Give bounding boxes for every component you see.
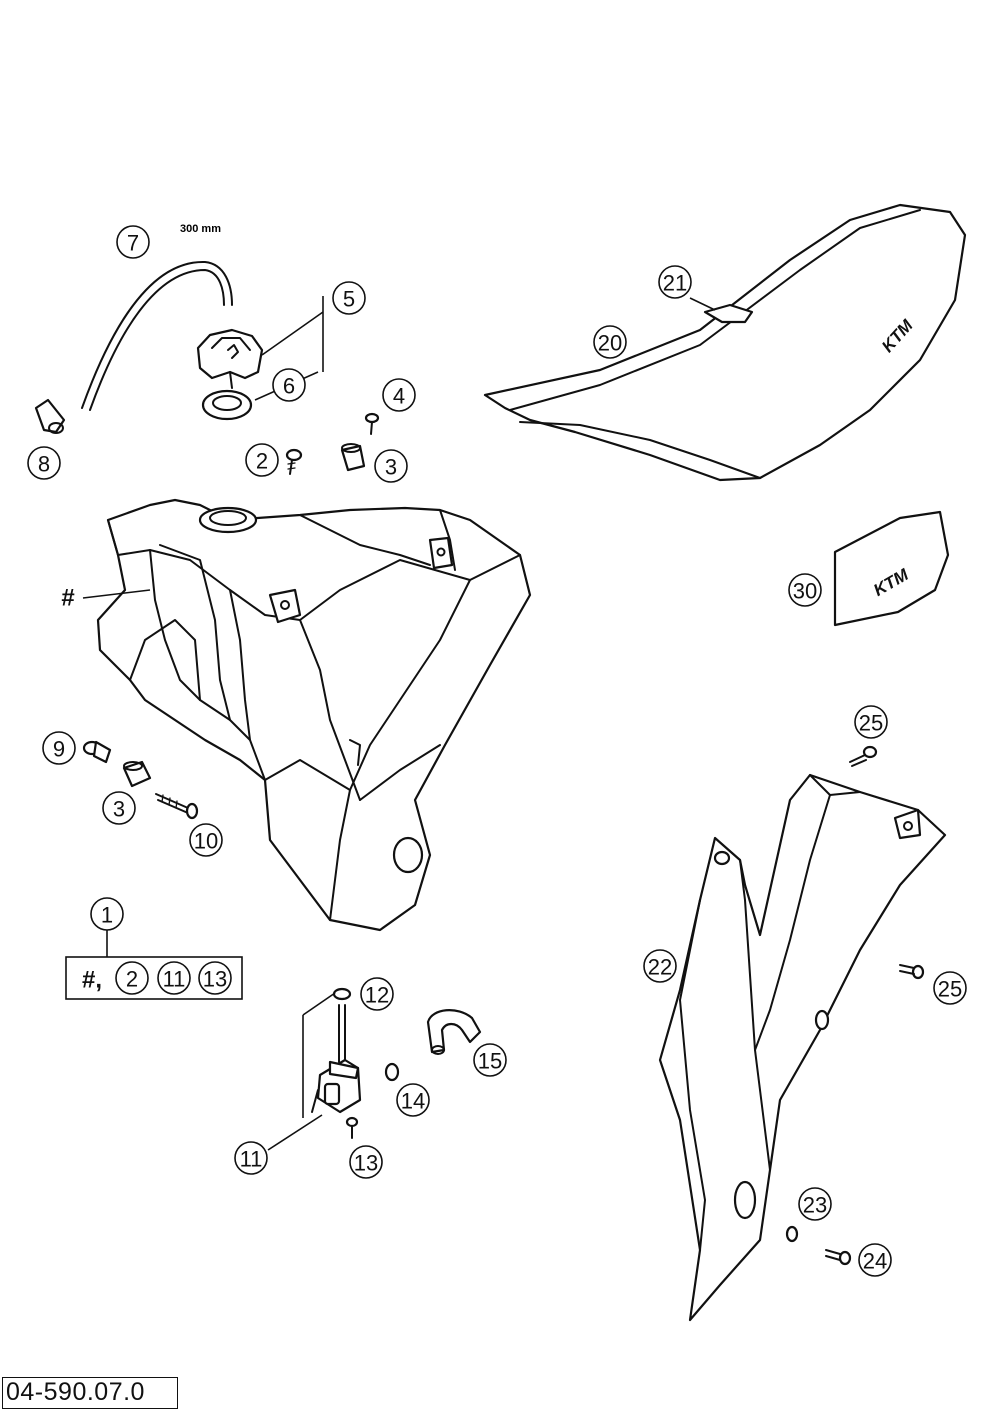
decal-30[interactable]: KTM	[833, 510, 950, 627]
screw-25-top[interactable]	[849, 745, 878, 767]
svg-text:22: 22	[648, 955, 672, 980]
callout-9[interactable]: 9	[42, 731, 76, 765]
svg-text:2: 2	[126, 967, 138, 992]
callout-5[interactable]: 5	[332, 281, 366, 315]
svg-text:3: 3	[113, 797, 125, 822]
fuel-hose-15[interactable]	[426, 1009, 482, 1055]
fuel-cap[interactable]	[196, 328, 264, 389]
breather-hose[interactable]	[81, 260, 233, 411]
fuel-tank[interactable]	[96, 498, 532, 932]
svg-text:14: 14	[401, 1089, 425, 1114]
cap-seal[interactable]	[201, 389, 253, 421]
callout-25-top[interactable]: 25	[854, 705, 888, 739]
callout-21[interactable]: 21	[658, 265, 692, 299]
svg-text:11: 11	[240, 1147, 263, 1172]
washer-23[interactable]	[785, 1225, 799, 1243]
callout-10[interactable]: 10	[189, 823, 223, 857]
screw-4[interactable]	[364, 412, 380, 435]
callout-20[interactable]: 20	[593, 325, 627, 359]
document-number: 04-590.07.0	[2, 1377, 178, 1409]
callout-1[interactable]: 1	[90, 897, 124, 931]
svg-text:8: 8	[38, 452, 50, 477]
callout-13[interactable]: 13	[349, 1145, 383, 1179]
callout-8[interactable]: 8	[27, 446, 61, 480]
fuel-tap[interactable]	[311, 1004, 362, 1114]
svg-text:2: 2	[256, 449, 268, 474]
svg-text:5: 5	[343, 287, 355, 312]
svg-text:13: 13	[203, 967, 227, 992]
callout-2[interactable]: 2	[245, 443, 279, 477]
callout-15[interactable]: 15	[473, 1043, 507, 1077]
bolt-10[interactable]	[155, 793, 199, 820]
kit-ref-2[interactable]: 2	[115, 961, 149, 995]
svg-text:20: 20	[598, 331, 622, 356]
callout-30[interactable]: 30	[788, 573, 822, 607]
tank-kit-box: #, 2 11 13	[65, 930, 243, 1000]
callout-7[interactable]: 7	[116, 225, 150, 259]
svg-text:11: 11	[163, 967, 186, 992]
kit-ref-11[interactable]: 11	[157, 961, 191, 995]
callout-3b[interactable]: 3	[102, 791, 136, 825]
callout-22[interactable]: 22	[643, 949, 677, 983]
hose-length-label: 300 mm	[180, 223, 221, 235]
callout-23[interactable]: 23	[798, 1187, 832, 1221]
callout-6[interactable]: 6	[272, 368, 306, 402]
screw-24[interactable]	[825, 1249, 852, 1266]
svg-text:23: 23	[803, 1193, 827, 1218]
svg-text:4: 4	[393, 384, 405, 409]
hose-fitting[interactable]	[34, 398, 66, 434]
kit-prefix: #,	[82, 967, 102, 994]
svg-text:12: 12	[365, 983, 389, 1008]
seat-part-21[interactable]	[703, 303, 754, 324]
svg-text:30: 30	[793, 579, 817, 604]
callout-3a[interactable]: 3	[374, 449, 408, 483]
svg-text:1: 1	[101, 903, 113, 928]
seat[interactable]: KTM	[483, 203, 967, 482]
callout-11[interactable]: 11	[234, 1141, 268, 1175]
callout-14[interactable]: 14	[396, 1083, 430, 1117]
svg-text:25: 25	[859, 711, 883, 736]
svg-text:25: 25	[938, 977, 962, 1002]
svg-text:24: 24	[863, 1249, 887, 1274]
svg-text:21: 21	[663, 271, 687, 296]
screw-2[interactable]	[285, 448, 303, 475]
callout-25-side[interactable]: 25	[933, 971, 967, 1005]
svg-text:3: 3	[385, 455, 397, 480]
svg-text:9: 9	[53, 737, 65, 762]
svg-text:13: 13	[354, 1151, 378, 1176]
svg-text:7: 7	[127, 231, 139, 256]
callout-12[interactable]: 12	[360, 977, 394, 1011]
svg-text:6: 6	[283, 374, 295, 399]
screw-25-side[interactable]	[899, 964, 925, 980]
callout-4[interactable]: 4	[382, 378, 416, 412]
rubber-bushing-3[interactable]	[122, 760, 152, 788]
side-panel[interactable]	[658, 773, 947, 1322]
svg-text:15: 15	[478, 1049, 502, 1074]
kit-ref-13[interactable]: 13	[198, 961, 232, 995]
collar-bolt-9[interactable]	[82, 740, 112, 764]
o-ring-12[interactable]	[332, 987, 352, 1001]
screw-13[interactable]	[345, 1116, 359, 1139]
tank-marker: #	[61, 585, 74, 612]
callout-24[interactable]: 24	[858, 1243, 892, 1277]
svg-text:10: 10	[194, 829, 218, 854]
washer-14[interactable]	[384, 1062, 400, 1082]
spacer-3[interactable]	[340, 443, 366, 472]
